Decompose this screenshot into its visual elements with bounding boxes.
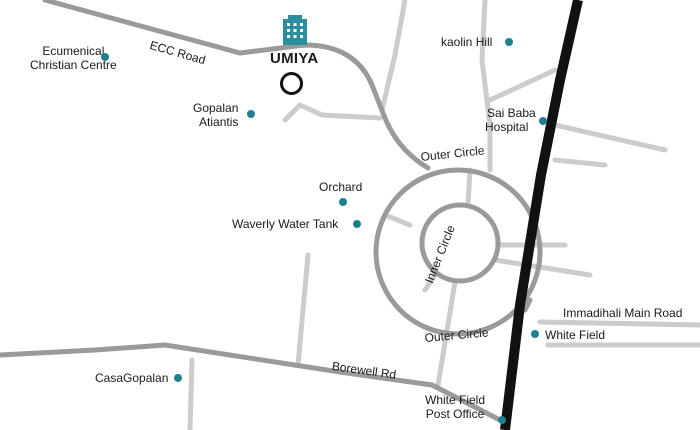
minor-road-east-2	[552, 157, 608, 168]
rail-line	[500, 0, 583, 430]
minor-road-central-1	[295, 252, 311, 368]
place-casagopalan: CasaGopalan	[95, 371, 169, 385]
place-ecumenical-line1: Ecumenical	[42, 44, 105, 58]
minor-road-immadihali	[537, 319, 700, 328]
poi-sai-baba-dot[interactable]	[539, 117, 547, 125]
minor-road-north-2	[479, 0, 493, 173]
borewell-road	[0, 342, 503, 423]
minor-road-north-1	[379, 0, 408, 113]
poi-orchard-dot[interactable]	[339, 198, 347, 206]
place-post-office-line1: White Field	[425, 393, 486, 407]
poi-ecumenical-dot[interactable]	[101, 53, 109, 61]
minor-road-ne	[487, 67, 558, 103]
outer-link-east	[522, 297, 533, 313]
place-gopalan-atiantis: Gopalan Atiantis	[193, 101, 238, 129]
minor-road-spoke-sw	[422, 272, 438, 293]
place-ecumenical-christian-centre: Ecumenical Christian Centre	[30, 44, 117, 72]
poi-white-field-dot[interactable]	[531, 330, 539, 338]
minor-road-east-1	[552, 122, 668, 153]
poi-gopalan-dot[interactable]	[247, 110, 255, 118]
place-waverly-water-tank: Waverly Water Tank	[232, 217, 339, 231]
place-sai-baba-line1: Sai Baba	[487, 106, 536, 120]
place-sai-baba-line2: Hospital	[485, 120, 529, 134]
place-orchard: Orchard	[319, 180, 363, 194]
place-white-field: White Field	[545, 328, 606, 342]
place-sai-baba-hospital: Sai Baba Hospital	[485, 106, 536, 134]
place-kaolin-hill: kaolin Hill	[441, 35, 493, 49]
poi-kaolin-hill-dot[interactable]	[505, 38, 513, 46]
place-white-field-post-office: White Field Post Office	[425, 393, 485, 421]
minor-road-spoke-n	[465, 167, 473, 208]
place-gopalan-line1: Gopalan	[193, 101, 239, 115]
road-label-immadihali: Immadihali Main Road	[563, 306, 683, 320]
poi-casagopalan-dot[interactable]	[174, 374, 182, 382]
poi-waverly-dot[interactable]	[353, 220, 361, 228]
place-gopalan-line2: Atiantis	[199, 115, 239, 129]
place-post-office-line2: Post Office	[425, 407, 485, 421]
minor-road-east-4	[492, 257, 593, 278]
poi-post-office-dot[interactable]	[498, 416, 506, 424]
place-ecumenical-line2: Christian Centre	[30, 58, 117, 72]
ecc-road	[42, 0, 431, 171]
minor-road-central-2	[382, 212, 413, 228]
major-roads	[0, 0, 543, 423]
minor-road-south	[187, 357, 195, 430]
project-name: UMIYA	[270, 50, 319, 67]
building-icon[interactable]	[280, 13, 310, 45]
minor-roads	[187, 0, 700, 430]
location-ring-icon[interactable]	[280, 72, 303, 95]
outer-circle-road	[373, 167, 543, 337]
inner-circle-road	[419, 202, 501, 284]
minor-road-gopalan	[282, 102, 383, 123]
